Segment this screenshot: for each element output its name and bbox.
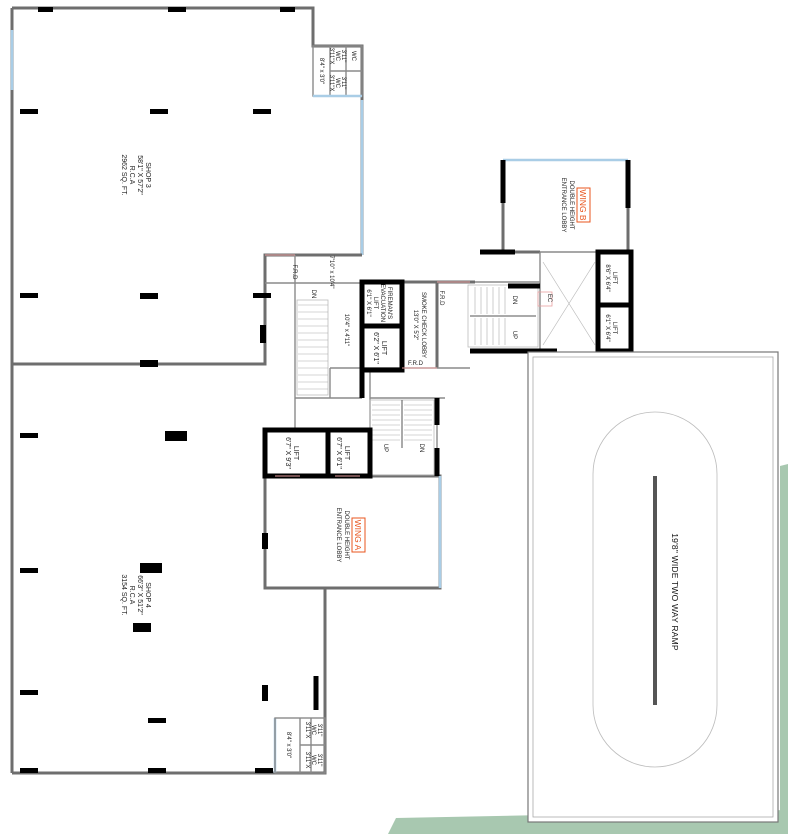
svg-text:WC: WC xyxy=(350,51,356,62)
svg-text:13'0" X 5'2": 13'0" X 5'2" xyxy=(412,310,418,341)
svg-text:WING B: WING B xyxy=(578,189,588,220)
svg-text:3'11"X: 3'11"X xyxy=(328,48,334,65)
shop-3-label: SHOP 358'1" X 57'2"R.C.A2962 SQ. FT. xyxy=(120,154,151,195)
bold-walls xyxy=(262,160,634,710)
lift-b2-label: LIFT 6'1" X 6'4" xyxy=(604,314,617,341)
svg-text:6'7" X 9'3": 6'7" X 9'3" xyxy=(284,437,291,469)
svg-text:3'11": 3'11" xyxy=(340,50,346,63)
wc-label-2: WC xyxy=(350,51,356,62)
toilet-passage-label-1: 8'4" x 3'0" xyxy=(318,58,324,84)
passage-top-label: 7'10" x 10'4" xyxy=(328,256,334,289)
smoke-lobby-label: SMOKE CHECK LOBBY 13'0" X 5'2" xyxy=(412,292,426,358)
svg-text:EVACUATION: EVACUATION xyxy=(379,284,385,322)
svg-text:SHOP 466'3" X 51'2"R.C.A3154 S: SHOP 466'3" X 51'2"R.C.A3154 SQ. FT. xyxy=(120,574,151,615)
lift-a2-label: LIFT 6'7" X 6'1" xyxy=(335,437,350,469)
svg-text:8'6" X 6'4": 8'6" X 6'4" xyxy=(604,264,610,291)
ec-label: EC xyxy=(546,294,552,303)
lift-c-label: LIFT 6'2" X 6'1" xyxy=(372,332,387,364)
shop-3-toilets xyxy=(312,45,363,98)
wc-label-5: WC 3'11"X 3'11" xyxy=(304,752,322,769)
svg-text:WC: WC xyxy=(334,78,340,89)
wc-label-4: WC 3'11"X 3'11" xyxy=(304,722,322,739)
ec-shaft xyxy=(537,261,596,346)
svg-text:DOUBLE HEIGHT: DOUBLE HEIGHT xyxy=(568,180,574,229)
svg-text:6'2" X 6'1": 6'2" X 6'1" xyxy=(372,332,379,364)
ramp-area xyxy=(527,351,779,823)
svg-text:EC: EC xyxy=(546,294,552,303)
wing-a-label: WING A DOUBLE HEIGHT ENTRANCE LOBBY xyxy=(335,508,366,563)
svg-text:LIFT: LIFT xyxy=(611,272,617,285)
shop-4-label: SHOP 466'3" X 51'2"R.C.A3154 SQ. FT. xyxy=(120,574,151,615)
lift-b1-label: LIFT 8'6" X 6'4" xyxy=(604,264,617,291)
frd-label-2: F.R.D xyxy=(438,291,444,307)
svg-text:WING A: WING A xyxy=(353,520,363,551)
svg-text:3'11"X: 3'11"X xyxy=(304,752,310,769)
up-label-1: UP xyxy=(382,444,388,452)
frd-label-1: F.R.D xyxy=(291,265,297,281)
svg-text:8'4" x 3'0": 8'4" x 3'0" xyxy=(285,732,291,758)
wing-b-label: WING B DOUBLE HEIGHT ENTRANCE LOBBY xyxy=(560,178,591,233)
ramp-label: 19'8" WIDE TWO WAY RAMP xyxy=(670,533,680,651)
shop-3-walls xyxy=(10,6,364,366)
lift-a1-label: LIFT 6'7" X 9'3" xyxy=(284,437,299,469)
firemans-lift-label: FIREMAN'S EVACUATION LIFT 6'1" X 6'1" xyxy=(365,284,392,322)
svg-text:F.R.D: F.R.D xyxy=(438,291,444,307)
svg-text:LIFT: LIFT xyxy=(380,341,387,356)
svg-text:F.R.D: F.R.D xyxy=(291,265,297,281)
svg-text:DN: DN xyxy=(418,444,424,453)
svg-text:8'4" x 3'0": 8'4" x 3'0" xyxy=(318,58,324,84)
svg-text:DN: DN xyxy=(310,290,316,299)
up-label-2: UP xyxy=(511,331,517,339)
svg-text:LIFT: LIFT xyxy=(292,446,299,461)
svg-text:3'11": 3'11" xyxy=(316,724,322,737)
svg-text:ENTRANCE LOBBY: ENTRANCE LOBBY xyxy=(335,508,341,563)
svg-text:LIFT: LIFT xyxy=(611,322,617,335)
svg-text:LIFT: LIFT xyxy=(343,446,350,461)
shop-4-toilets xyxy=(274,717,326,774)
columns xyxy=(20,7,295,773)
frd-label-3: F.R.D xyxy=(408,361,424,367)
svg-text:7'10" x 10'4": 7'10" x 10'4" xyxy=(328,256,334,289)
svg-text:ENTRANCE LOBBY: ENTRANCE LOBBY xyxy=(560,178,566,233)
dn-label-3: DN xyxy=(511,296,517,305)
svg-text:WC: WC xyxy=(334,51,340,62)
wc-label-1: WC 3'11"X 3'11" xyxy=(328,48,346,65)
svg-text:6'1" X 6'4": 6'1" X 6'4" xyxy=(604,314,610,341)
toilet-passage-label-2: 8'4" x 3'0" xyxy=(285,732,291,758)
dn-label-2: DN xyxy=(418,444,424,453)
wing-a-stair xyxy=(369,399,435,476)
svg-text:3'11": 3'11" xyxy=(340,77,346,90)
svg-text:10'4" x 4'11": 10'4" x 4'11" xyxy=(343,314,349,346)
svg-text:SHOP 358'1" X 57'2"R.C.A2962 S: SHOP 358'1" X 57'2"R.C.A2962 SQ. FT. xyxy=(120,154,151,195)
svg-text:6'1" X 6'1": 6'1" X 6'1" xyxy=(365,289,371,316)
landscape-edge xyxy=(780,464,788,812)
svg-text:UP: UP xyxy=(382,444,388,452)
core-stair-left xyxy=(296,299,329,396)
passage-mid-label: 10'4" x 4'11" xyxy=(343,314,349,346)
svg-text:WC: WC xyxy=(310,725,316,736)
wc-label-3: WC 3'11"X 3'11" xyxy=(328,75,346,92)
svg-text:3'11"X: 3'11"X xyxy=(304,722,310,739)
svg-text:6'7" X 6'1": 6'7" X 6'1" xyxy=(335,437,342,469)
wing-b-stair xyxy=(467,284,539,348)
dn-label-1: DN xyxy=(310,290,316,299)
svg-text:3'11": 3'11" xyxy=(316,754,322,767)
svg-text:LIFT: LIFT xyxy=(372,297,378,310)
svg-text:FIREMAN'S: FIREMAN'S xyxy=(386,287,392,319)
svg-text:SMOKE CHECK LOBBY: SMOKE CHECK LOBBY xyxy=(420,292,426,358)
svg-text:DOUBLE HEIGHT: DOUBLE HEIGHT xyxy=(343,510,349,559)
svg-text:3'11"X: 3'11"X xyxy=(328,75,334,92)
svg-text:WC: WC xyxy=(310,755,316,766)
svg-text:DN: DN xyxy=(511,296,517,305)
svg-text:UP: UP xyxy=(511,331,517,339)
shop-4-walls xyxy=(10,364,327,775)
svg-text:19'8" WIDE TWO WAY RAMP: 19'8" WIDE TWO WAY RAMP xyxy=(670,533,680,651)
door-markers xyxy=(265,254,470,477)
